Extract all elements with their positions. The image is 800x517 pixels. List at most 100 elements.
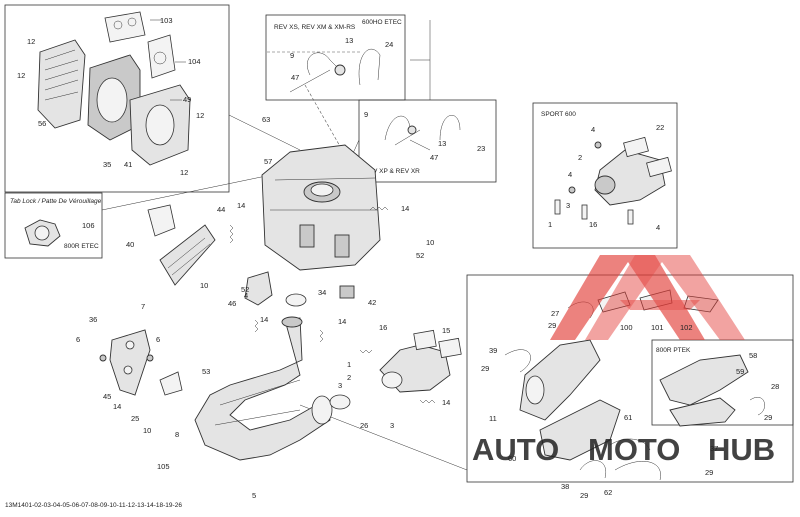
airbox-body-part bbox=[87, 54, 141, 141]
part-label: 49 bbox=[183, 95, 191, 104]
part-label: 45 bbox=[103, 392, 111, 401]
airbox-inset-frame bbox=[4, 4, 230, 193]
part-label: 35 bbox=[103, 160, 111, 169]
part-label: 62 bbox=[604, 488, 612, 497]
part-label: 3 bbox=[390, 421, 394, 430]
part-label: 38 bbox=[561, 482, 569, 491]
airbox-plate-part bbox=[129, 84, 191, 166]
part-label: 13 bbox=[345, 36, 353, 45]
part-label: 36 bbox=[89, 315, 97, 324]
part-label: 25 bbox=[131, 414, 139, 423]
part-label: 2 bbox=[347, 373, 351, 382]
part-label: 10 bbox=[200, 281, 208, 290]
part-label: 52 bbox=[241, 285, 249, 294]
automotohub-watermark: AUTO MOTO HUB bbox=[472, 255, 775, 467]
part-label: 10 bbox=[143, 426, 151, 435]
tablock-inset-frame bbox=[4, 192, 103, 259]
part-label: 41 bbox=[124, 160, 132, 169]
part-label: 29 bbox=[481, 364, 489, 373]
etec-800r-title: 800R ETEC bbox=[64, 243, 99, 250]
part-label: 29 bbox=[764, 413, 772, 422]
part-label: 40 bbox=[126, 240, 134, 249]
sport600-manifold-part bbox=[554, 136, 672, 225]
watermark-moto-text: MOTO bbox=[588, 432, 680, 467]
tuned-pipe-part bbox=[194, 316, 333, 461]
dashed-connector bbox=[304, 84, 346, 156]
part-label: 63 bbox=[262, 115, 270, 124]
rev-xs-inset-frame bbox=[265, 14, 406, 101]
part-label: 14 bbox=[237, 201, 245, 210]
part-label: 11 bbox=[489, 414, 497, 423]
part-label: 106 bbox=[82, 221, 95, 230]
part-label: 16 bbox=[379, 323, 387, 332]
part-label: 61 bbox=[624, 413, 632, 422]
etec-600ho-title: 600HO ETEC bbox=[362, 19, 402, 26]
part-labels: 103 12 12 56 104 49 12 35 41 12 9 13 24 … bbox=[17, 16, 779, 500]
part-label: 39 bbox=[489, 346, 497, 355]
tablock-title: Tab Lock / Patte De Vérouillage bbox=[10, 198, 102, 205]
part-label: 47 bbox=[430, 153, 438, 162]
part-label: 16 bbox=[589, 220, 597, 229]
part-label: 46 bbox=[228, 299, 236, 308]
diagram-code: 13M1401-02-03-04-05-06-07-08-09-10-11-12… bbox=[5, 502, 182, 509]
sport600-title: SPORT 600 bbox=[541, 111, 576, 118]
part-label: 3 bbox=[338, 381, 342, 390]
part-label: 6 bbox=[76, 335, 80, 344]
heat-shield-part bbox=[147, 204, 216, 286]
gasket-103-part bbox=[104, 11, 146, 43]
watermark-auto-text: AUTO bbox=[472, 432, 559, 467]
part-label: 27 bbox=[551, 309, 559, 318]
part-label: 44 bbox=[217, 205, 225, 214]
rev-xp-title: REV XP & REV XR bbox=[364, 168, 420, 175]
part-label: 12 bbox=[17, 71, 25, 80]
springs-part bbox=[229, 206, 436, 404]
part-label: 28 bbox=[771, 382, 779, 391]
part-label: 37 bbox=[710, 444, 718, 453]
rev-xp-inset-frame bbox=[358, 99, 497, 183]
part-label: 4 bbox=[656, 223, 660, 232]
part-label: 26 bbox=[360, 421, 368, 430]
part-label: 56 bbox=[38, 119, 46, 128]
part-label: 24 bbox=[385, 40, 393, 49]
part-label: 14 bbox=[260, 315, 268, 324]
part-label: 105 bbox=[157, 462, 170, 471]
muffler-part bbox=[261, 144, 381, 271]
part-label: 10 bbox=[426, 238, 434, 247]
part-label: 34 bbox=[318, 288, 326, 297]
rev-xs-title: REV XS, REV XM & XM-RS bbox=[274, 24, 356, 31]
part-label: 14 bbox=[401, 204, 409, 213]
watermark-hub-text: HUB bbox=[708, 432, 775, 467]
part-label: 58 bbox=[749, 351, 757, 360]
part-label: 42 bbox=[368, 298, 376, 307]
part-label: 101 bbox=[651, 323, 664, 332]
part-label: 57 bbox=[264, 157, 272, 166]
part-label: 7 bbox=[141, 302, 145, 311]
spring-clip-part bbox=[289, 49, 381, 93]
part-label: 60 bbox=[508, 454, 516, 463]
part-label: 52 bbox=[416, 251, 424, 260]
part-label: 47 bbox=[291, 73, 299, 82]
part-label: 15 bbox=[442, 326, 450, 335]
part-label: 12 bbox=[180, 168, 188, 177]
part-label: 102 bbox=[680, 323, 693, 332]
part-label: 100 bbox=[620, 323, 633, 332]
part-label: 22 bbox=[656, 123, 664, 132]
part-label: 14 bbox=[338, 317, 346, 326]
part-label: 1 bbox=[548, 220, 552, 229]
part-label: 8 bbox=[175, 430, 179, 439]
part-label: 14 bbox=[113, 402, 121, 411]
part-label: 59 bbox=[736, 367, 744, 376]
part-label: 23 bbox=[477, 144, 485, 153]
part-label: 4 bbox=[591, 125, 595, 134]
sport600-inset-frame bbox=[532, 102, 678, 249]
tab-lock-part bbox=[24, 219, 61, 247]
part-label: 9 bbox=[290, 51, 294, 60]
part-label: 9 bbox=[364, 110, 368, 119]
part-label: 1 bbox=[347, 360, 351, 369]
part-label: 29 bbox=[580, 491, 588, 500]
ptek-inset-frame bbox=[651, 339, 794, 426]
part-label: 12 bbox=[196, 111, 204, 120]
exhaust-manifold-part bbox=[379, 329, 462, 393]
